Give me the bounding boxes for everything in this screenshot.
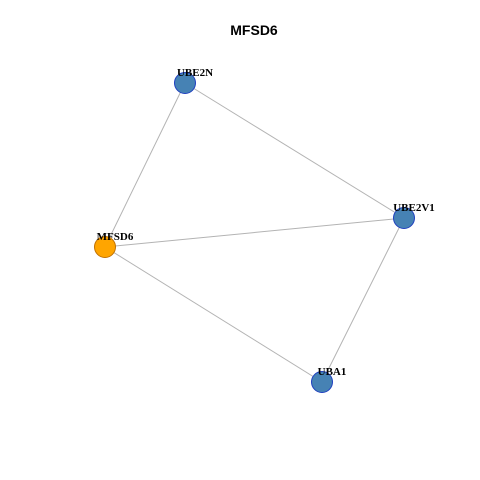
node-ube2n: UBE2N: [174, 67, 213, 94]
node-circle: [393, 207, 415, 229]
node-mfsd6: MFSD6: [94, 231, 134, 258]
node-uba1: UBA1: [311, 366, 347, 393]
node-circle: [311, 371, 333, 393]
edge-ube2v1-uba1: [321, 217, 405, 383]
edge-mfsd6-uba1: [104, 246, 323, 383]
node-label: MFSD6: [97, 231, 134, 243]
edge-layer: [104, 82, 405, 383]
edge-ube2n-mfsd6: [104, 82, 186, 248]
node-ube2v1: UBE2V1: [393, 202, 435, 229]
node-label: UBA1: [318, 366, 347, 378]
node-circle: [174, 72, 196, 94]
node-label: UBE2V1: [393, 202, 435, 214]
edge-ube2v1-mfsd6: [104, 217, 405, 248]
diagram-title: MFSD6: [230, 22, 278, 38]
edge-ube2n-ube2v1: [184, 82, 405, 219]
node-circle: [94, 236, 116, 258]
node-label: UBE2N: [177, 67, 213, 79]
